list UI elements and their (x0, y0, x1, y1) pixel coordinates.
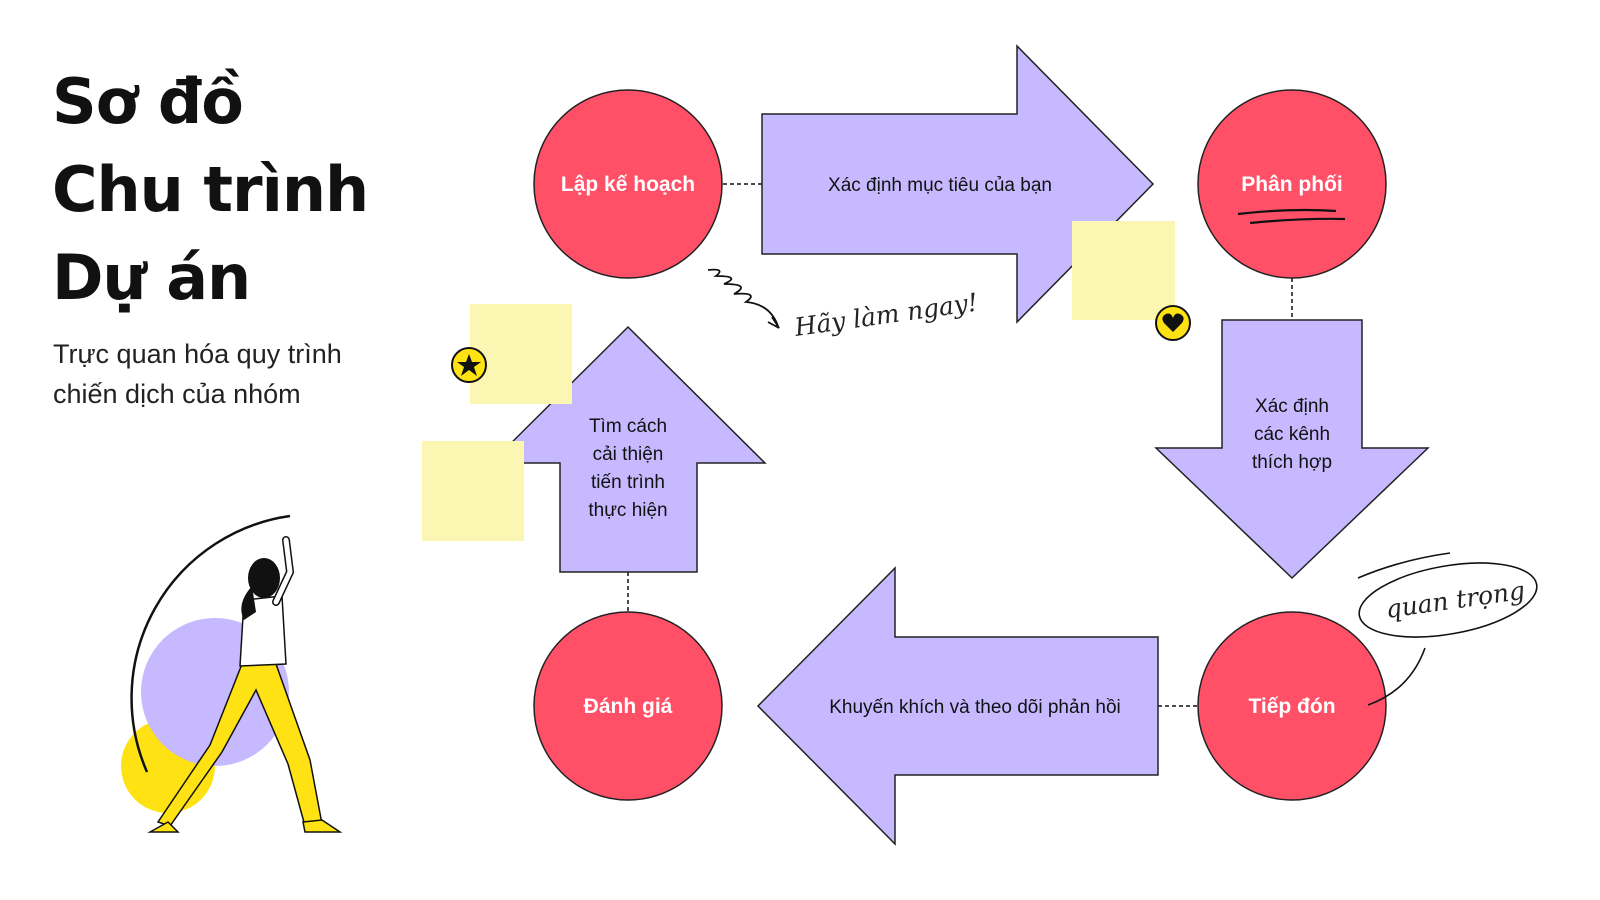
page-title: Sơ đồ Chu trình Dự án (52, 58, 369, 322)
arrow-left-shape (756, 566, 1159, 846)
node-receive: Tiếp đón (1197, 611, 1387, 801)
sticky-note-right (1072, 221, 1175, 320)
circle-scribble (1358, 562, 1538, 638)
sticky-notes (422, 221, 1175, 541)
title-line-3: Dự án (52, 241, 251, 314)
sticky-note-top-left (470, 304, 572, 404)
arrow-down: Xác định các kênh thích hợp (1154, 319, 1430, 580)
arc-line-decor (130, 514, 291, 773)
arrow-right: Xác định mục tiêu của bạn (761, 44, 1155, 324)
annotation-do-now-text: Hãy làm ngay! (792, 288, 980, 343)
pointer-line (1367, 647, 1426, 706)
arrow-left-label: Khuyến khích và theo dõi phản hồi (829, 697, 1121, 718)
squiggle-arrow (707, 268, 779, 327)
node-distribute: Phân phối (1197, 89, 1387, 279)
arrow-up: Tìm cách cải thiện tiến trình thực hiện (489, 325, 767, 573)
node-distribute-label: Phân phối (1241, 173, 1343, 196)
arrow-up-label-2: cải thiện (593, 444, 664, 465)
arrow-up-label-1: Tìm cách (589, 416, 667, 437)
subtitle-line-2: chiến dịch của nhóm (53, 379, 301, 409)
title-line-1: Sơ đồ (52, 65, 244, 138)
node-plan: Lập kế hoạch (533, 89, 723, 279)
heart-icon (1155, 305, 1191, 341)
annotation-do-now: Hãy làm ngay! (707, 268, 980, 343)
node-receive-circle (1197, 611, 1387, 801)
star-icon (451, 347, 487, 383)
arrow-down-shape (1154, 319, 1430, 580)
pants-decor (156, 663, 323, 827)
sticky-note-bottom-left (422, 441, 524, 541)
subtitle-line-1: Trực quan hóa quy trình (53, 339, 342, 369)
arrow-up-shape (489, 325, 767, 573)
node-evaluate: Đánh giá (533, 611, 723, 801)
arrow-down-label-3: thích hợp (1252, 452, 1332, 473)
arrow-down-label-1: Xác định (1255, 396, 1329, 417)
node-evaluate-circle (533, 611, 723, 801)
node-receive-label: Tiếp đón (1248, 695, 1335, 718)
node-distribute-circle (1197, 89, 1387, 279)
underline-scribble (1237, 208, 1337, 216)
person-illustration (121, 514, 343, 833)
arrow-right-label: Xác định mục tiêu của bạn (828, 175, 1052, 196)
annotation-important-text: quan trọng (1384, 576, 1527, 624)
title-line-2: Chu trình (52, 153, 369, 226)
hair-decor (248, 558, 280, 598)
arrow-left: Khuyến khích và theo dõi phản hồi (756, 566, 1159, 846)
arrow-up-label-4: thực hiện (588, 500, 667, 521)
arrow-down-label-2: các kênh (1254, 424, 1330, 445)
node-plan-label: Lập kế hoạch (561, 173, 695, 196)
connectors (627, 183, 1293, 707)
page-subtitle: Trực quan hóa quy trình chiến dịch của n… (53, 334, 342, 414)
node-evaluate-label: Đánh giá (584, 695, 673, 718)
node-plan-circle (533, 89, 723, 279)
arrow-up-label-3: tiến trình (591, 472, 665, 493)
